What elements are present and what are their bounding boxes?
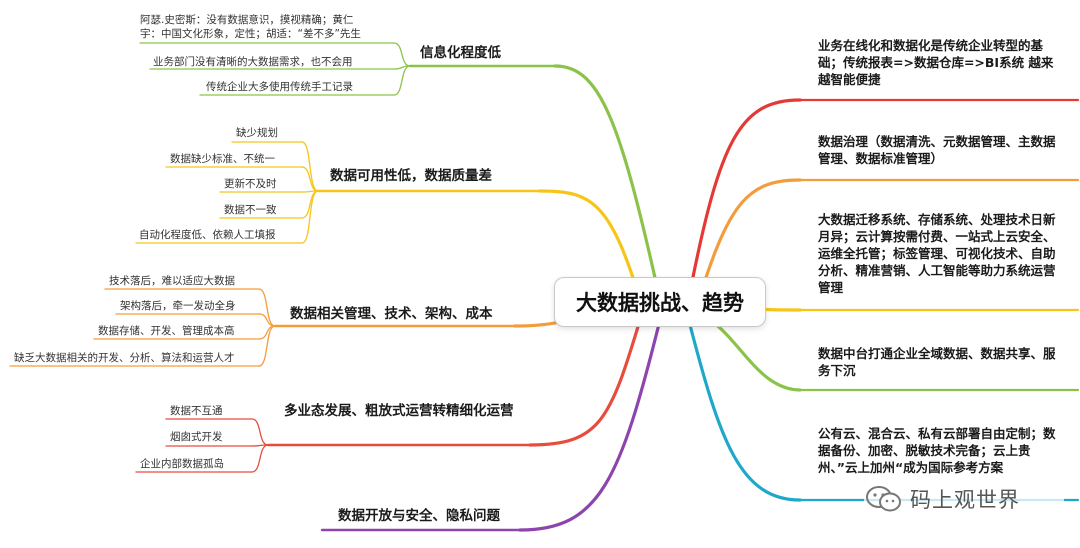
leaf-not-timely[interactable]: 更新不及时 [224,178,277,190]
branch-label-data-quality[interactable]: 数据可用性低，数据质量差 [330,168,492,184]
leaf-no-standard[interactable]: 数据缺少标准、不统一 [170,153,275,165]
leaf-lack-planning[interactable]: 缺少规划 [236,127,278,139]
trend-data-middle-platform[interactable]: 数据中台打通企业全域数据、数据共享、服务下沉 [818,346,1056,378]
leaf-connector [251,444,269,473]
wechat-logo-icon [866,486,901,512]
trend-big-data-tech[interactable]: 大数据迁移系统、存储系统、处理技术日新月异；云计算按需付费、一站式上云安全、运维… [818,212,1056,295]
branch-connector [528,318,642,447]
trend-data-governance[interactable]: 数据治理（数据清洗、元数据管理、主数据管理、数据标准管理） [818,134,1056,166]
trend-connector [698,178,802,298]
leaf-manual-input[interactable]: 自动化程度低、依赖人工填报 [139,229,276,241]
trend-online-digitization[interactable]: 业务在线化和数据化是传统企业转型的基础；传统报表=>数据仓库=>BI系统 越来越… [818,38,1054,87]
leaf-connector [258,288,276,327]
trend-connector [688,323,802,502]
leaf-connector [258,325,276,367]
leaf-connector [301,141,319,192]
leaf-connector [301,166,319,192]
leaf-connector [258,325,276,340]
leaf-manual-records[interactable]: 传统企业大多使用传统手工记录 [206,81,353,93]
branch-label-informatization[interactable]: 信息化程度低 [420,45,501,61]
leaf-lack-talent[interactable]: 缺乏大数据相关的开发、分析、算法和运营人才 [14,352,235,364]
leaf-data-silo[interactable]: 企业内部数据孤岛 [140,458,224,470]
branch-label-multi-business[interactable]: 多业态发展、粗放式运营转精细化运营 [284,403,514,419]
branch-connector [518,318,662,532]
leaf-connector [251,418,269,446]
leaf-no-interop[interactable]: 数据不互通 [170,405,223,417]
leaf-arch-outdated[interactable]: 架构落后，牵一发动全身 [120,300,236,312]
leaf-connector [258,313,276,327]
leaf-connector [393,65,411,96]
leaf-connector [301,190,319,244]
trend-cloud-deployment[interactable]: 公有云、混合云、私有云部署自由定制；数据备份、加密、脱敏技术完备；云上贵州、”云… [818,426,1056,475]
leaf-inconsistent[interactable]: 数据不一致 [224,204,277,216]
leaf-high-cost[interactable]: 数据存储、开发、管理成本高 [98,325,235,337]
watermark-text: 码上观世界 [910,488,1020,512]
leaf-connector [393,42,411,67]
leaf-no-clear-demand[interactable]: 业务部门没有清晰的大数据需求，也不会用 [153,56,353,68]
leaf-data-awareness[interactable]: 阿瑟.史密斯：没有数据意识，摸视精确；黄仁宇：中国文化形象，定性；胡适：“差不多… [140,14,361,41]
central-topic[interactable]: 大数据挑战、趋势 [554,277,766,327]
watermark: 码上观世界 [864,482,1064,516]
branch-connector [553,64,662,302]
branch-label-openness-security[interactable]: 数据开放与安全、隐私问题 [338,508,500,524]
branch-label-management-tech[interactable]: 数据相关管理、技术、架构、成本 [290,306,493,322]
trend-connector [688,98,802,294]
leaf-chimney-dev[interactable]: 烟囱式开发 [170,431,223,443]
leaf-tech-outdated[interactable]: 技术落后，难以适应大数据 [109,275,235,287]
branch-connector [538,189,642,302]
trend-connector [708,318,802,392]
